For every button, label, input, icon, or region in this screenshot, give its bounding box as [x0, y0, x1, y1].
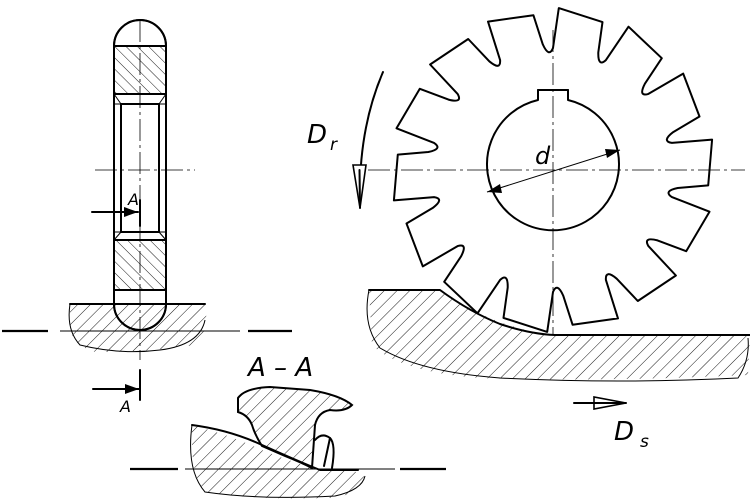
rotation-subscript: r	[330, 135, 338, 155]
section-workpiece	[191, 425, 365, 499]
front-view: d D r D s	[307, 7, 750, 452]
diameter-label: d	[535, 142, 551, 170]
side-workpiece	[70, 304, 207, 352]
cutter-bore	[486, 89, 620, 232]
section-mark-top: A	[127, 190, 139, 209]
feed-subscript: s	[640, 432, 649, 452]
side-view: A A	[2, 19, 292, 416]
section-mark-bottom: A	[119, 397, 131, 416]
section-title: A – A	[246, 353, 313, 383]
section-a-a: A – A	[130, 353, 446, 499]
main-workpiece	[369, 290, 750, 380]
feed-label: D	[614, 417, 634, 447]
rotation-label: D	[307, 120, 327, 150]
section-tooth	[237, 385, 354, 470]
